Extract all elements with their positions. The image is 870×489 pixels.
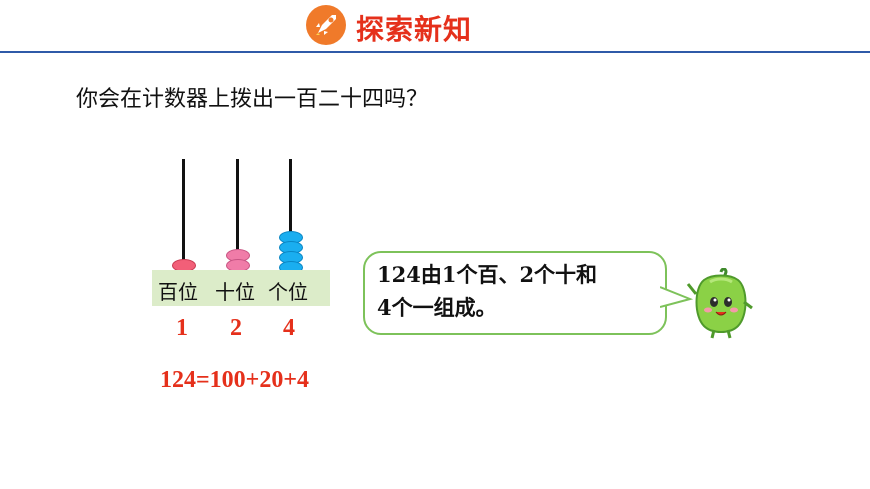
abacus-base: [152, 270, 330, 306]
place-label-hundreds: 百位: [158, 280, 198, 304]
speech-line-1: 124由1个百、2个十和: [377, 262, 598, 287]
place-label-ones: 个位: [268, 280, 308, 304]
rocket-icon: [306, 5, 346, 45]
place-label-tens: 十位: [215, 280, 255, 304]
speech-bubble: [363, 251, 667, 335]
header-divider: [0, 51, 870, 53]
abacus-rod-ones: [289, 159, 292, 268]
green-pepper-mascot: [686, 268, 753, 339]
speech-line-2: 4个一组成。: [377, 295, 497, 320]
speech-bubble-tail: [660, 286, 694, 308]
abacus-rod-hundreds: [182, 159, 185, 268]
abacus-rod-tens: [236, 159, 239, 268]
question-text: 你会在计数器上拨出一百二十四吗？: [76, 87, 429, 112]
speech-bubble-text: 124由1个百、2个十和 4个一组成。: [377, 258, 652, 324]
digit-tens: 2: [230, 315, 242, 341]
digit-hundreds: 1: [176, 315, 188, 341]
equation: 124=100+20+4: [160, 367, 310, 393]
digit-ones: 4: [283, 315, 295, 341]
page-title: 探索新知: [356, 13, 473, 46]
